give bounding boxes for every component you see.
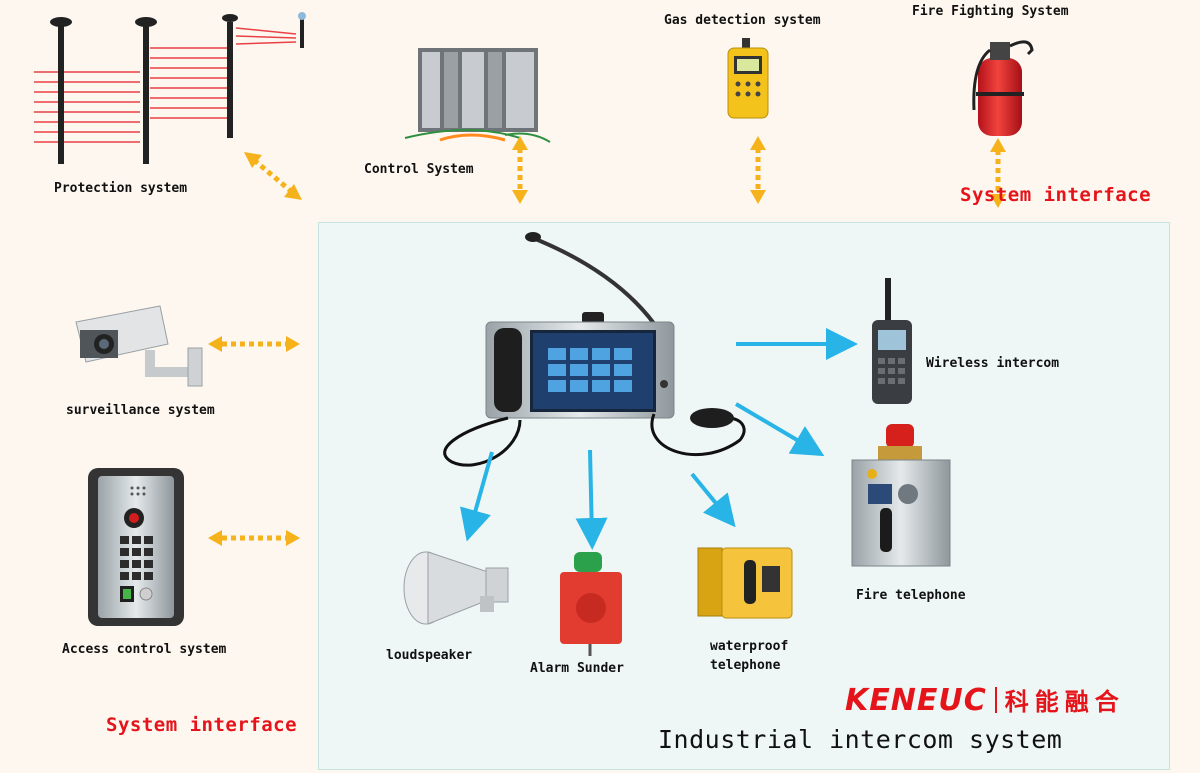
waterproof-telephone-icon xyxy=(697,547,793,619)
control-system-icon xyxy=(404,48,551,143)
label-protection-system: Protection system xyxy=(54,181,188,196)
arrow-to-loudspeaker xyxy=(460,451,494,542)
surveillance-camera-icon xyxy=(75,305,203,387)
arrow-fire-fighting-link xyxy=(990,138,1006,208)
arrow-surveillance-link xyxy=(208,336,300,352)
brand-separator xyxy=(994,687,997,713)
arrow-gas-link xyxy=(750,136,766,204)
gas-detector-icon xyxy=(727,38,769,119)
intercom-system-panel xyxy=(318,222,1170,770)
loudspeaker-icon xyxy=(403,551,509,625)
protection-system-icon xyxy=(34,12,306,164)
access-control-icon xyxy=(88,468,184,626)
label-fire-fighting: Fire Fighting System xyxy=(912,4,1069,19)
intercom-console-icon xyxy=(443,232,746,467)
label-loudspeaker: loudspeaker xyxy=(386,648,473,663)
label-wireless-intercom: Wireless intercom xyxy=(926,356,1060,371)
label-system-interface-bottom: System interface xyxy=(106,714,298,736)
label-waterproof-line1: waterproof xyxy=(710,639,789,654)
arrow-to-waterproof xyxy=(690,472,736,528)
interface-arrows xyxy=(208,136,1006,546)
arrow-control-link xyxy=(512,136,528,204)
label-fire-telephone: Fire telephone xyxy=(856,588,966,603)
brand-latin: KENEUC xyxy=(845,683,987,718)
arrow-access-link xyxy=(208,530,300,546)
brand-logo: KENEUC 科能融合 xyxy=(845,682,1125,718)
label-alarm-sounder: Alarm Sunder xyxy=(530,661,624,676)
brand-chinese: 科能融合 xyxy=(1004,688,1125,716)
label-access-control: Access control system xyxy=(62,642,227,657)
fire-extinguisher-icon xyxy=(972,40,1034,136)
label-system-interface-top: System interface xyxy=(960,184,1152,206)
alarm-sounder-icon xyxy=(560,552,622,656)
output-arrows xyxy=(460,328,858,550)
diagram-title: Industrial intercom system xyxy=(658,725,1063,754)
label-gas-detection: Gas detection system xyxy=(664,13,821,28)
fire-telephone-icon xyxy=(851,424,951,567)
arrow-to-fire-telephone xyxy=(734,402,825,457)
label-control-system: Control System xyxy=(364,162,474,177)
arrow-protection-link xyxy=(244,152,302,200)
wireless-radio-icon xyxy=(872,278,912,404)
label-surveillance: surveillance system xyxy=(66,403,215,418)
label-waterproof-line2: telephone xyxy=(710,658,781,673)
label-waterproof-telephone: waterproof telephone xyxy=(710,637,788,675)
arrow-to-alarm xyxy=(575,449,608,550)
